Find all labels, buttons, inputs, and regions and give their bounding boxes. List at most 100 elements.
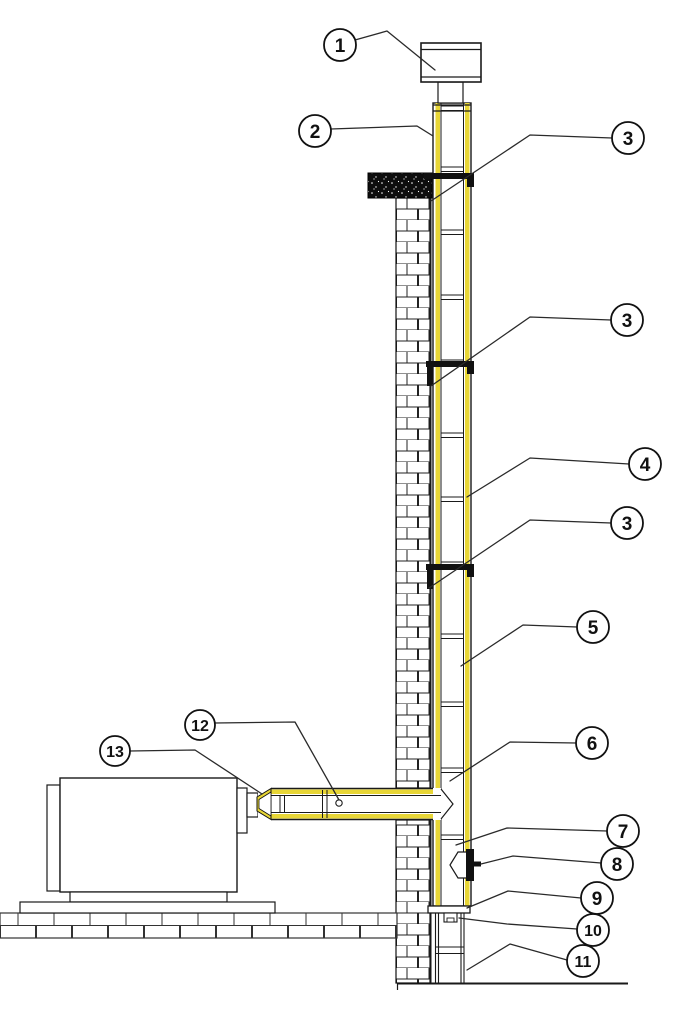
reducer-cone-inner [258, 791, 272, 817]
leader-line-reducer-cone [129, 749, 263, 795]
wall-lower-section [395, 819, 431, 984]
leader-line-test-port [214, 721, 340, 801]
cap-body [420, 42, 482, 83]
boiler-side-panel [46, 784, 61, 892]
callout-circle [610, 303, 644, 337]
insulation-left-upper [435, 103, 440, 788]
leader-line-draft-regulator [480, 855, 602, 865]
callout-rain-cap: 1 [323, 28, 357, 62]
callout-test-port: 12 [184, 709, 216, 741]
interior-floor [0, 912, 398, 939]
callout-draft-regulator: 8 [600, 847, 634, 881]
wall-bracket-lower [426, 564, 474, 589]
callout-condensate-drain: 10 [576, 913, 610, 947]
leader-line-pipe-locking-band [466, 457, 630, 498]
callout-support-stand: 11 [566, 944, 600, 978]
leader-line-condensate-drain [458, 917, 578, 930]
cap-bands [421, 48, 481, 78]
support-legs [434, 913, 465, 983]
callout-circle [575, 726, 609, 760]
brick-wall [367, 172, 433, 984]
callout-wall-bracket-middle: 3 [610, 303, 644, 337]
callout-number: 9 [592, 889, 603, 910]
callout-circle [576, 610, 610, 644]
callout-wall-bracket-lower: 3 [610, 506, 644, 540]
boiler-outlet-flange [236, 787, 248, 834]
pipe-inner-lines [259, 795, 441, 813]
callout-circle [628, 447, 662, 481]
callout-number: 3 [622, 514, 633, 535]
wall-brackets [424, 173, 474, 589]
leader-line-upper-flue-section [330, 125, 434, 137]
callout-circle [606, 814, 640, 848]
boiler-plinth [19, 901, 276, 914]
insulation-right [465, 103, 470, 906]
callout-number: 3 [622, 311, 633, 332]
leader-line-wall-bracket-top [430, 134, 613, 202]
callout-number: 10 [584, 923, 602, 940]
regulator-stub [474, 861, 481, 867]
insulation-left-lower [435, 820, 440, 906]
callout-circle [611, 121, 645, 155]
horizontal-flue-pipe [256, 787, 454, 821]
flue-base-assembly [427, 905, 471, 983]
wall-upper-section [395, 197, 431, 789]
callout-pipe-locking-band: 4 [628, 447, 662, 481]
boiler-base [69, 891, 228, 903]
callout-circle [184, 709, 216, 741]
pipe-joints [279, 790, 328, 818]
insulation-top [271, 789, 433, 794]
tee-base-cap [427, 905, 471, 914]
insulation-bottom [271, 814, 433, 819]
callout-circle [323, 28, 357, 62]
callout-tee-junction: 6 [575, 726, 609, 760]
callout-number: 12 [191, 718, 209, 735]
callout-number: 6 [587, 734, 598, 755]
leader-line-tee-junction [449, 741, 577, 782]
wall-coping [367, 172, 433, 199]
callout-circle [576, 913, 610, 947]
callout-number: 5 [588, 618, 599, 639]
callout-number: 8 [612, 855, 623, 876]
callout-wall-bracket-top: 3 [611, 121, 645, 155]
callout-circle [610, 506, 644, 540]
leader-line-tee-base-cap [466, 890, 582, 909]
leader-line-rain-cap [354, 30, 436, 71]
callout-number: 4 [640, 455, 651, 476]
callout-circle [566, 944, 600, 978]
callout-number: 2 [310, 122, 321, 143]
leader-line-pipe-below-tee [455, 827, 608, 846]
boiler [19, 777, 276, 914]
callout-circle [298, 114, 332, 148]
callout-number: 13 [106, 744, 124, 761]
callout-upper-flue-section: 2 [298, 114, 332, 148]
callout-number: 3 [623, 129, 634, 150]
boiler-body [59, 777, 238, 893]
ground-line [396, 982, 628, 990]
vertical-flue-pipe [432, 102, 472, 907]
boiler-outlet-stub [246, 792, 259, 818]
callout-reducer-cone: 13 [99, 735, 131, 767]
callout-pipe-below-tee: 7 [606, 814, 640, 848]
callout-insulated-flue-pipe: 5 [576, 610, 610, 644]
storm-collar-joint [433, 104, 471, 112]
wall-bracket-middle [426, 361, 474, 386]
leader-line-wall-bracket-middle [430, 316, 612, 387]
test-port [335, 799, 343, 807]
callout-circle [99, 735, 131, 767]
cap-collar [437, 81, 464, 104]
condensate-drain-outlet [446, 917, 455, 923]
callout-number: 1 [335, 36, 346, 57]
wall-bracket-top [424, 173, 474, 187]
flue-section-joints [441, 105, 464, 840]
callout-circle [600, 847, 634, 881]
tee-spigot-arrow [440, 788, 454, 820]
draft-regulator [449, 849, 481, 881]
leader-line-insulated-flue-pipe [460, 624, 578, 667]
leader-line-wall-bracket-lower [428, 519, 612, 589]
pipe-outer-lines [271, 787, 433, 821]
rain-cap [420, 42, 482, 104]
regulator-plate [466, 849, 474, 881]
